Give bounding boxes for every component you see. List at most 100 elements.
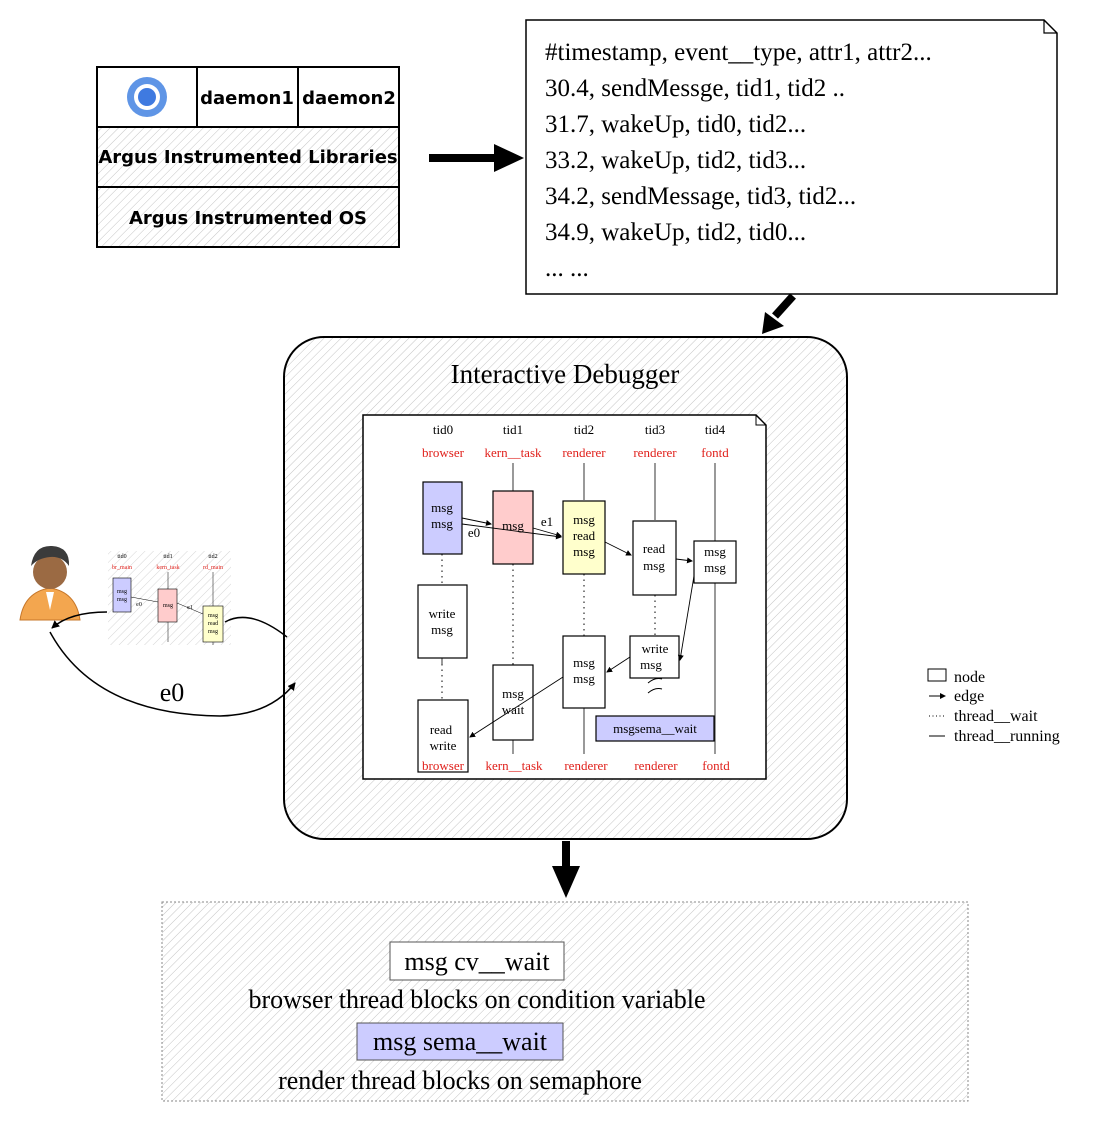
svg-text:msg: msg <box>431 516 453 531</box>
user-interaction-curves <box>49 611 296 717</box>
svg-text:msg: msg <box>117 589 127 595</box>
thread-id: tid3 <box>645 422 665 437</box>
legend-thread-running: thread__running <box>954 728 1060 745</box>
log-line: 31.7, wakeUp, tid0, tid2... <box>545 111 806 138</box>
thread-name: kern__task <box>484 445 542 460</box>
svg-text:br_main: br_main <box>112 565 132 571</box>
sema-wait-node[interactable]: msgsema__wait <box>595 715 715 742</box>
log-line: 34.9, wakeUp, tid2, tid0... <box>545 219 806 246</box>
svg-text:msg: msg <box>208 629 218 635</box>
legend-node: node <box>954 669 985 686</box>
thread-name: renderer <box>633 445 677 460</box>
svg-text:e0: e0 <box>136 602 142 608</box>
user-edge-label: e0 <box>160 678 185 707</box>
libraries-label: Argus Instrumented Libraries <box>98 147 397 168</box>
thread-wait-lines <box>441 554 656 700</box>
node-kern-2[interactable]: msg wait <box>492 664 534 741</box>
log-line: #timestamp, event__type, attr1, attr2... <box>545 39 932 66</box>
svg-text:msg: msg <box>117 597 127 603</box>
svg-text:msg: msg <box>573 512 595 527</box>
svg-text:msg: msg <box>573 544 595 559</box>
svg-text:msg: msg <box>163 603 173 609</box>
node-tid3-2[interactable]: write msg <box>629 635 680 679</box>
software-stack: daemon1 daemon2 Argus Instrumented Libra… <box>96 66 400 248</box>
chrome-icon <box>127 77 167 117</box>
thread-id: tid0 <box>433 422 453 437</box>
trace-log: #timestamp, event__type, attr1, attr2...… <box>525 19 1058 295</box>
svg-text:write: write <box>430 738 457 753</box>
legend: node edge thread__wait thread__running <box>927 668 1060 745</box>
svg-text:write: write <box>642 641 669 656</box>
svg-text:msg: msg <box>208 613 218 619</box>
svg-text:msg sema__wait: msg sema__wait <box>373 1027 548 1056</box>
legend-thread-wait: thread__wait <box>954 708 1038 725</box>
cv-wait-badge[interactable]: msg cv__wait <box>389 941 565 981</box>
svg-text:write: write <box>429 606 456 621</box>
svg-text:msg: msg <box>502 686 524 701</box>
node-tid3-1[interactable]: read msg <box>632 520 677 596</box>
svg-text:kern_task: kern_task <box>156 565 179 571</box>
svg-text:read: read <box>208 621 218 627</box>
svg-text:read: read <box>573 528 596 543</box>
svg-text:msg: msg <box>704 544 726 559</box>
interactive-debugger: Interactive Debugger tid0 tid1 tid2 tid3… <box>283 336 848 840</box>
svg-text:msg: msg <box>573 671 595 686</box>
svg-text:read: read <box>430 722 453 737</box>
graph-thumbnail[interactable]: tid0 tid1 tid2 br_main kern_task rd_main… <box>108 551 231 645</box>
svg-text:tid2: tid2 <box>208 554 217 560</box>
thread-name: browser <box>422 445 465 460</box>
svg-text:msg: msg <box>431 622 453 637</box>
log-to-debugger-arrow <box>762 293 796 334</box>
svg-text:msg: msg <box>704 560 726 575</box>
break-mark <box>647 678 663 694</box>
sema-wait-badge[interactable]: msg sema__wait <box>356 1022 564 1061</box>
edge-label-e0: e0 <box>468 525 480 540</box>
user-avatar-icon <box>19 545 81 621</box>
svg-text:msg: msg <box>643 558 665 573</box>
log-line: 30.4, sendMessge, tid1, tid2 .. <box>545 75 845 102</box>
thread-name-bottom: renderer <box>564 758 608 773</box>
log-line: 33.2, wakeUp, tid2, tid3... <box>545 147 806 174</box>
svg-text:msg: msg <box>502 518 524 533</box>
thread-name-bottom: kern__task <box>485 758 543 773</box>
thread-name: fontd <box>701 445 729 460</box>
svg-text:rd_main: rd_main <box>203 565 223 571</box>
dependency-graph[interactable]: tid0 tid1 tid2 tid3 tid4 browser kern__t… <box>362 414 767 780</box>
svg-text:msg cv__wait: msg cv__wait <box>404 947 550 976</box>
daemon2-label: daemon2 <box>302 88 396 109</box>
daemon1-label: daemon1 <box>200 88 294 109</box>
thread-name-bottom: renderer <box>634 758 678 773</box>
svg-text:msgsema__wait: msgsema__wait <box>613 721 697 736</box>
node-renderer-2[interactable]: msg msg <box>562 635 606 709</box>
svg-text:msg: msg <box>431 500 453 515</box>
svg-text:msg: msg <box>640 657 662 672</box>
os-label: Argus Instrumented OS <box>129 208 367 229</box>
thread-name-bottom: browser <box>422 758 465 773</box>
node-browser-1[interactable]: msg msg <box>422 481 463 555</box>
thread-id: tid4 <box>705 422 726 437</box>
node-fontd-1[interactable]: msg msg <box>693 540 737 584</box>
svg-text:tid0: tid0 <box>117 554 126 560</box>
diagnosis-output: msg cv__wait browser thread blocks on co… <box>161 901 969 1102</box>
debugger-title: Interactive Debugger <box>451 359 680 389</box>
edge-label-e1: e1 <box>541 514 553 529</box>
node-renderer-1[interactable]: msg read msg <box>562 500 606 575</box>
node-browser-2[interactable]: write msg <box>417 584 468 659</box>
thread-id: tid1 <box>503 422 523 437</box>
thread-id: tid2 <box>574 422 594 437</box>
thread-name-bottom: fontd <box>702 758 730 773</box>
svg-text:read: read <box>643 541 666 556</box>
svg-text:e1: e1 <box>187 605 193 611</box>
log-line: ... ... <box>545 255 589 282</box>
svg-text:tid1: tid1 <box>163 554 172 560</box>
debugger-to-output-arrow <box>552 841 580 898</box>
svg-text:msg: msg <box>573 655 595 670</box>
sema-wait-description: render thread blocks on semaphore <box>278 1066 642 1095</box>
stack-to-log-arrow <box>429 144 524 172</box>
thread-running-lines <box>441 463 716 754</box>
thread-name: renderer <box>562 445 606 460</box>
node-kern-1[interactable]: msg <box>492 490 534 565</box>
legend-edge: edge <box>954 688 984 705</box>
cv-wait-description: browser thread blocks on condition varia… <box>248 985 705 1014</box>
node-browser-3[interactable]: read write <box>417 699 469 773</box>
